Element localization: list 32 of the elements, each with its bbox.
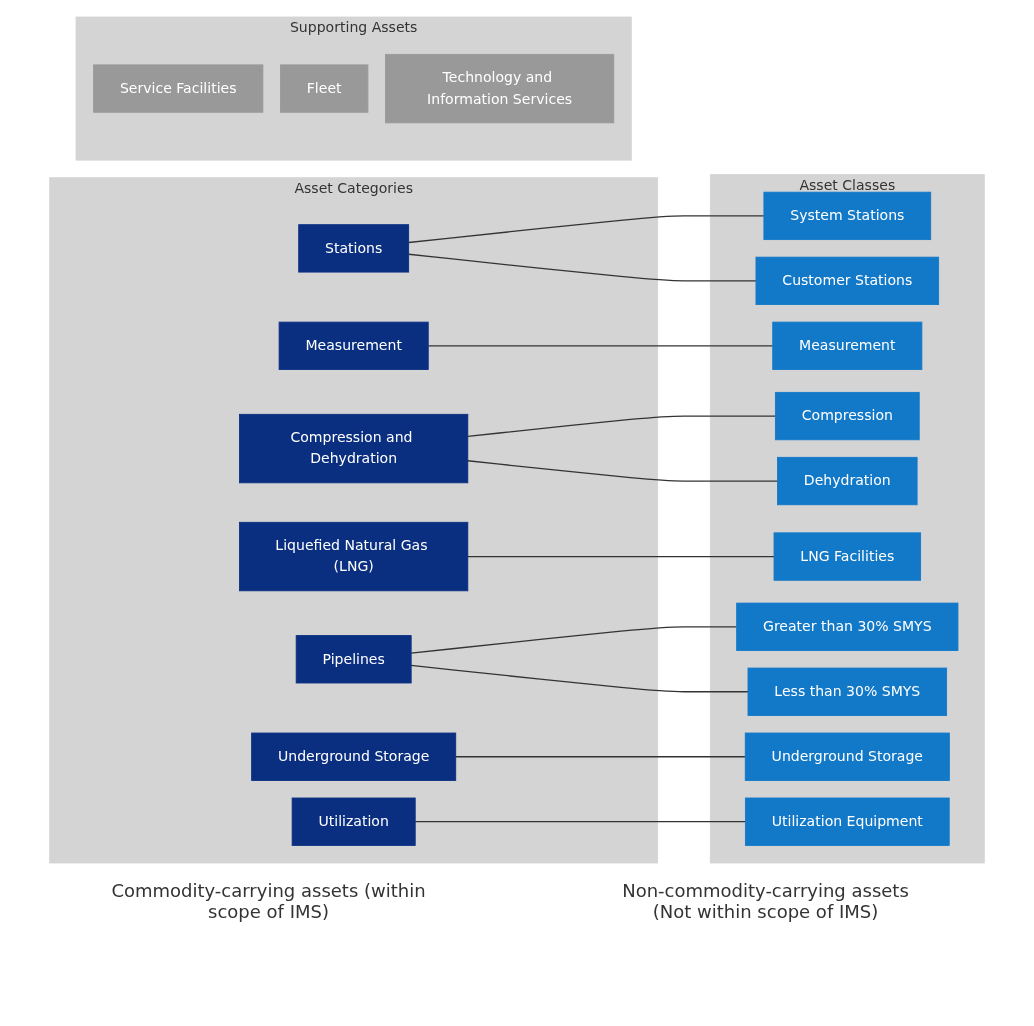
node-box: Compression and Dehydration [239,413,469,484]
node-box: System Stations [763,191,932,241]
node-box: Technology and Information Services [385,53,615,124]
node-box: Dehydration [777,456,918,506]
bracket-note: Non-commodity-carrying assets (Not within scope of IMS) [621,880,910,922]
node-box: Service Facilities [93,64,264,113]
connector [410,626,738,654]
connector [467,555,775,558]
node-box: Liquefied Natural Gas (LNG) [239,521,469,592]
connector [407,215,765,244]
connector [427,345,774,347]
node-box: Underground Storage [251,732,457,781]
connector [414,821,747,823]
connector [410,664,749,693]
connector [467,460,779,482]
node-box: Utilization [291,797,416,846]
node-box: Stations [298,224,410,273]
node-box: Less than 30% SMYS [747,667,948,716]
node-box: Measurement [278,321,429,370]
connector [455,756,746,758]
node-box: Fleet [280,64,369,113]
node-box: Measurement [772,321,923,370]
bracket-note: Commodity-carrying assets (within scope of IMS) [110,880,427,922]
node-box: LNG Facilities [773,532,922,581]
node-box: Customer Stations [755,256,940,305]
connector [407,253,757,282]
node-box: Pipelines [295,635,412,684]
node-box: Underground Storage [744,732,950,781]
connector [467,415,777,438]
node-box: Greater than 30% SMYS [736,602,959,651]
node-box: Utilization Equipment [744,797,950,846]
node-box: Compression [774,391,920,441]
